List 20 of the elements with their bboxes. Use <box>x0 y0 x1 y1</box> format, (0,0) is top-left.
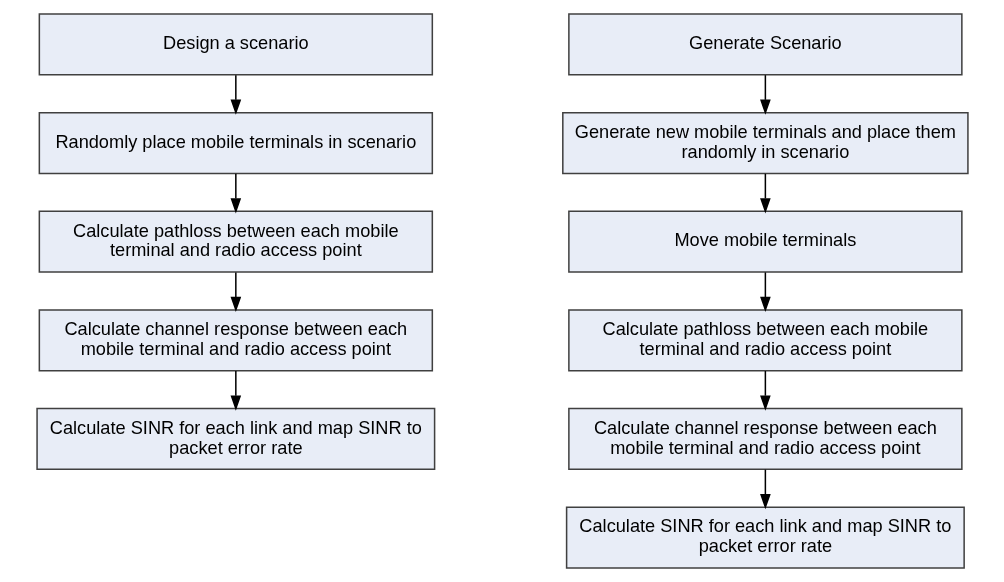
arrow <box>759 468 771 510</box>
node-box: Calculate channel response between each mobile terminal and radio access point <box>38 309 433 372</box>
arrow <box>230 271 241 313</box>
node-box: Generate Scenario <box>567 13 963 76</box>
node-box: Design a scenario <box>38 13 433 76</box>
node-box: Calculate SINR for each link and map SINR to packet error rate <box>565 506 965 569</box>
arrow <box>759 370 771 411</box>
arrow <box>759 271 771 313</box>
node-box: Calculate pathloss between each mobile terminal and radio access point <box>38 210 433 273</box>
arrow <box>759 173 771 214</box>
arrow <box>230 74 241 115</box>
arrow <box>230 173 241 214</box>
node-box: Generate new mobile terminals and place them randomly in scenario <box>561 111 969 175</box>
node-box: Calculate channel response between each mobile terminal and radio access point <box>567 407 963 471</box>
node-box: Calculate pathloss between each mobile terminal and radio access point <box>567 309 963 372</box>
node-box: Randomly place mobile terminals in scenario <box>38 111 433 175</box>
node-box: Calculate SINR for each link and map SINR to packet error rate <box>35 407 435 471</box>
node-box: Move mobile terminals <box>567 210 963 273</box>
arrow <box>759 74 771 115</box>
arrow <box>230 370 241 411</box>
